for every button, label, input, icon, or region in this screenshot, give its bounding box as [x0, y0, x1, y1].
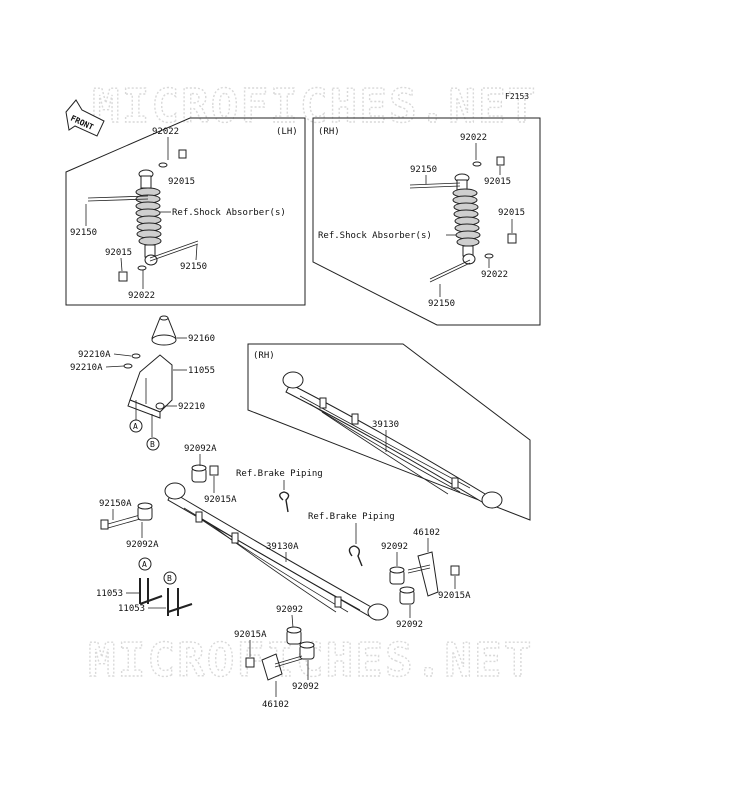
part-11053-bottom: 11053 [118, 604, 145, 614]
part-92015A-right: 92015A [438, 591, 471, 601]
part-92150-rh-top: 92150 [410, 165, 437, 175]
part-92015-rh-right: 92015 [498, 208, 525, 218]
part-92092-bottom-top: 92092 [276, 605, 303, 615]
ref-brake-2: Ref.Brake Piping [308, 512, 395, 522]
panel-rh-shock [312, 117, 541, 326]
bolt-92150A [100, 514, 141, 530]
watermark-top: MICROFICHES.NET [92, 79, 537, 133]
part-92160: 92160 [188, 334, 215, 344]
nut-92015A-top [209, 465, 219, 476]
bushing-92092-bottom-1 [286, 626, 302, 645]
part-92015-lh-top: 92015 [168, 177, 195, 187]
bushing-92092-right-bottom [399, 586, 415, 605]
shackle-46102-right [407, 551, 439, 597]
panel-lh-shock [65, 117, 306, 306]
bushing-92092A-top [191, 464, 207, 483]
shock-absorber-rh [409, 156, 517, 283]
panel-rh-spring [247, 343, 531, 521]
shackle-46102-bottom [261, 653, 303, 681]
part-92092A-top: 92092A [184, 444, 217, 454]
bushing-92092-right-top [389, 566, 405, 585]
ref-shock-lh: Ref.Shock Absorber(s) [172, 208, 286, 218]
u-bolt-b [167, 588, 193, 616]
part-92015-lh-bottom: 92015 [105, 248, 132, 258]
callout-a2-marker: A [138, 557, 152, 571]
leaf-spring-rh [282, 371, 503, 509]
part-92015A-top: 92015A [204, 495, 237, 505]
part-92022-lh-bottom: 92022 [128, 291, 155, 301]
bushing-92092A-left [137, 502, 153, 521]
callout-a-marker: A [129, 419, 143, 433]
part-92092-right-bottom: 92092 [396, 620, 423, 630]
part-92092A-left: 92092A [126, 540, 159, 550]
brake-clip-1 [279, 491, 290, 513]
watermark-bottom: MICROFICHES.NET [88, 633, 533, 687]
part-39130A: 39130A [266, 542, 299, 552]
figure-code: F2153 [505, 92, 529, 101]
part-92210A-top: 92210A [78, 350, 111, 360]
bump-stop [151, 315, 177, 346]
callout-a2: A [142, 560, 147, 569]
bushing-92092-bottom-2 [299, 641, 315, 660]
part-92150-lh-right: 92150 [180, 262, 207, 272]
part-92092-right-top: 92092 [381, 542, 408, 552]
part-92022-rh-top: 92022 [460, 133, 487, 143]
shock-absorber-lh [87, 149, 199, 282]
part-92022-rh-bottom: 92022 [481, 270, 508, 280]
part-39130: 39130 [372, 420, 399, 430]
ref-brake-1: Ref.Brake Piping [236, 469, 323, 479]
callout-b2: B [167, 574, 172, 583]
panel-lh-label: (LH) [276, 127, 298, 137]
callout-a: A [133, 422, 138, 431]
nut-92015A-right [450, 565, 460, 576]
spring-bracket [123, 353, 173, 419]
part-46102-top: 46102 [413, 528, 440, 538]
ref-shock-rh: Ref.Shock Absorber(s) [318, 231, 432, 241]
part-92150-rh-bottom: 92150 [428, 299, 455, 309]
part-92022-lh-top: 92022 [152, 127, 179, 137]
part-11053-top: 11053 [96, 589, 123, 599]
callout-b2-marker: B [163, 571, 177, 585]
part-92092-bottom: 92092 [292, 682, 319, 692]
panel-rh-spring-label: (RH) [253, 351, 275, 361]
nut-92015A-bottom [245, 657, 255, 668]
part-92015-rh-top: 92015 [484, 177, 511, 187]
part-92210A-bottom: 92210A [70, 363, 103, 373]
brake-clip-2 [348, 545, 363, 567]
part-92150A: 92150A [99, 499, 132, 509]
panel-rh-shock-label: (RH) [318, 127, 340, 137]
part-46102-bottom: 46102 [262, 700, 289, 710]
u-bolt-a [139, 578, 163, 605]
part-92210: 92210 [178, 402, 205, 412]
part-92150-lh-left: 92150 [70, 228, 97, 238]
part-92015A-bottom: 92015A [234, 630, 267, 640]
leaf-spring-main [164, 482, 389, 621]
callout-b: B [150, 440, 155, 449]
part-11055: 11055 [188, 366, 215, 376]
callout-b-marker: B [146, 437, 160, 451]
